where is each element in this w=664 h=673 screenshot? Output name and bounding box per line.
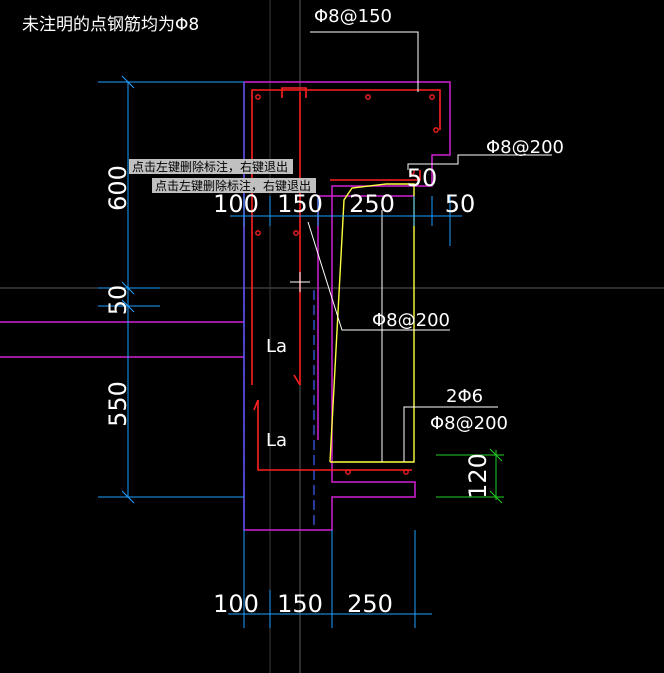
dim-text-600: 600 [104,165,132,211]
dim-text-150-bottom: 150 [277,590,323,618]
dim-text-120: 120 [464,453,492,499]
anchorage-label-upper: La [266,336,287,357]
dim-text-50-small: 50 [407,164,438,192]
rebar-lines [251,87,441,471]
dimension-120 [436,448,504,504]
cursor-crosshair[interactable] [290,272,310,292]
drawing-note: 未注明的点钢筋均为Φ8 [22,15,199,35]
dim-text-250-top: 250 [349,190,395,218]
leader-lines [307,31,552,462]
rebar-label-middle: Φ8@200 [372,310,450,331]
tooltip-1: 点击左键删除标注，右键退出 [129,159,293,174]
rebar-label-lower-a: 2Φ6 [446,386,483,407]
rebar-dots [255,94,439,475]
rebar-label-lower-b: Φ8@200 [430,413,508,434]
dim-text-50-vertical: 50 [104,285,132,316]
dim-text-250-bottom: 250 [347,590,393,618]
tooltip-2: 点击左键删除标注，右键退出 [152,178,316,193]
dim-text-100-top: 100 [213,190,259,218]
dim-text-50-top: 50 [445,190,476,218]
tooltip-2-text: 点击左键删除标注，右键退出 [155,178,311,193]
anchorage-label-lower: La [266,430,287,451]
dimension-lines [98,75,462,628]
tooltip-1-text: 点击左键删除标注，右键退出 [132,159,288,174]
stirrup [329,183,415,463]
rebar-label-top: Φ8@150 [314,6,392,27]
dim-text-150-top: 150 [277,190,323,218]
rebar-label-right-upper: Φ8@200 [486,137,564,158]
axis-lines [243,82,315,530]
dim-text-100-bottom: 100 [213,590,259,618]
dim-text-550: 550 [104,381,132,427]
